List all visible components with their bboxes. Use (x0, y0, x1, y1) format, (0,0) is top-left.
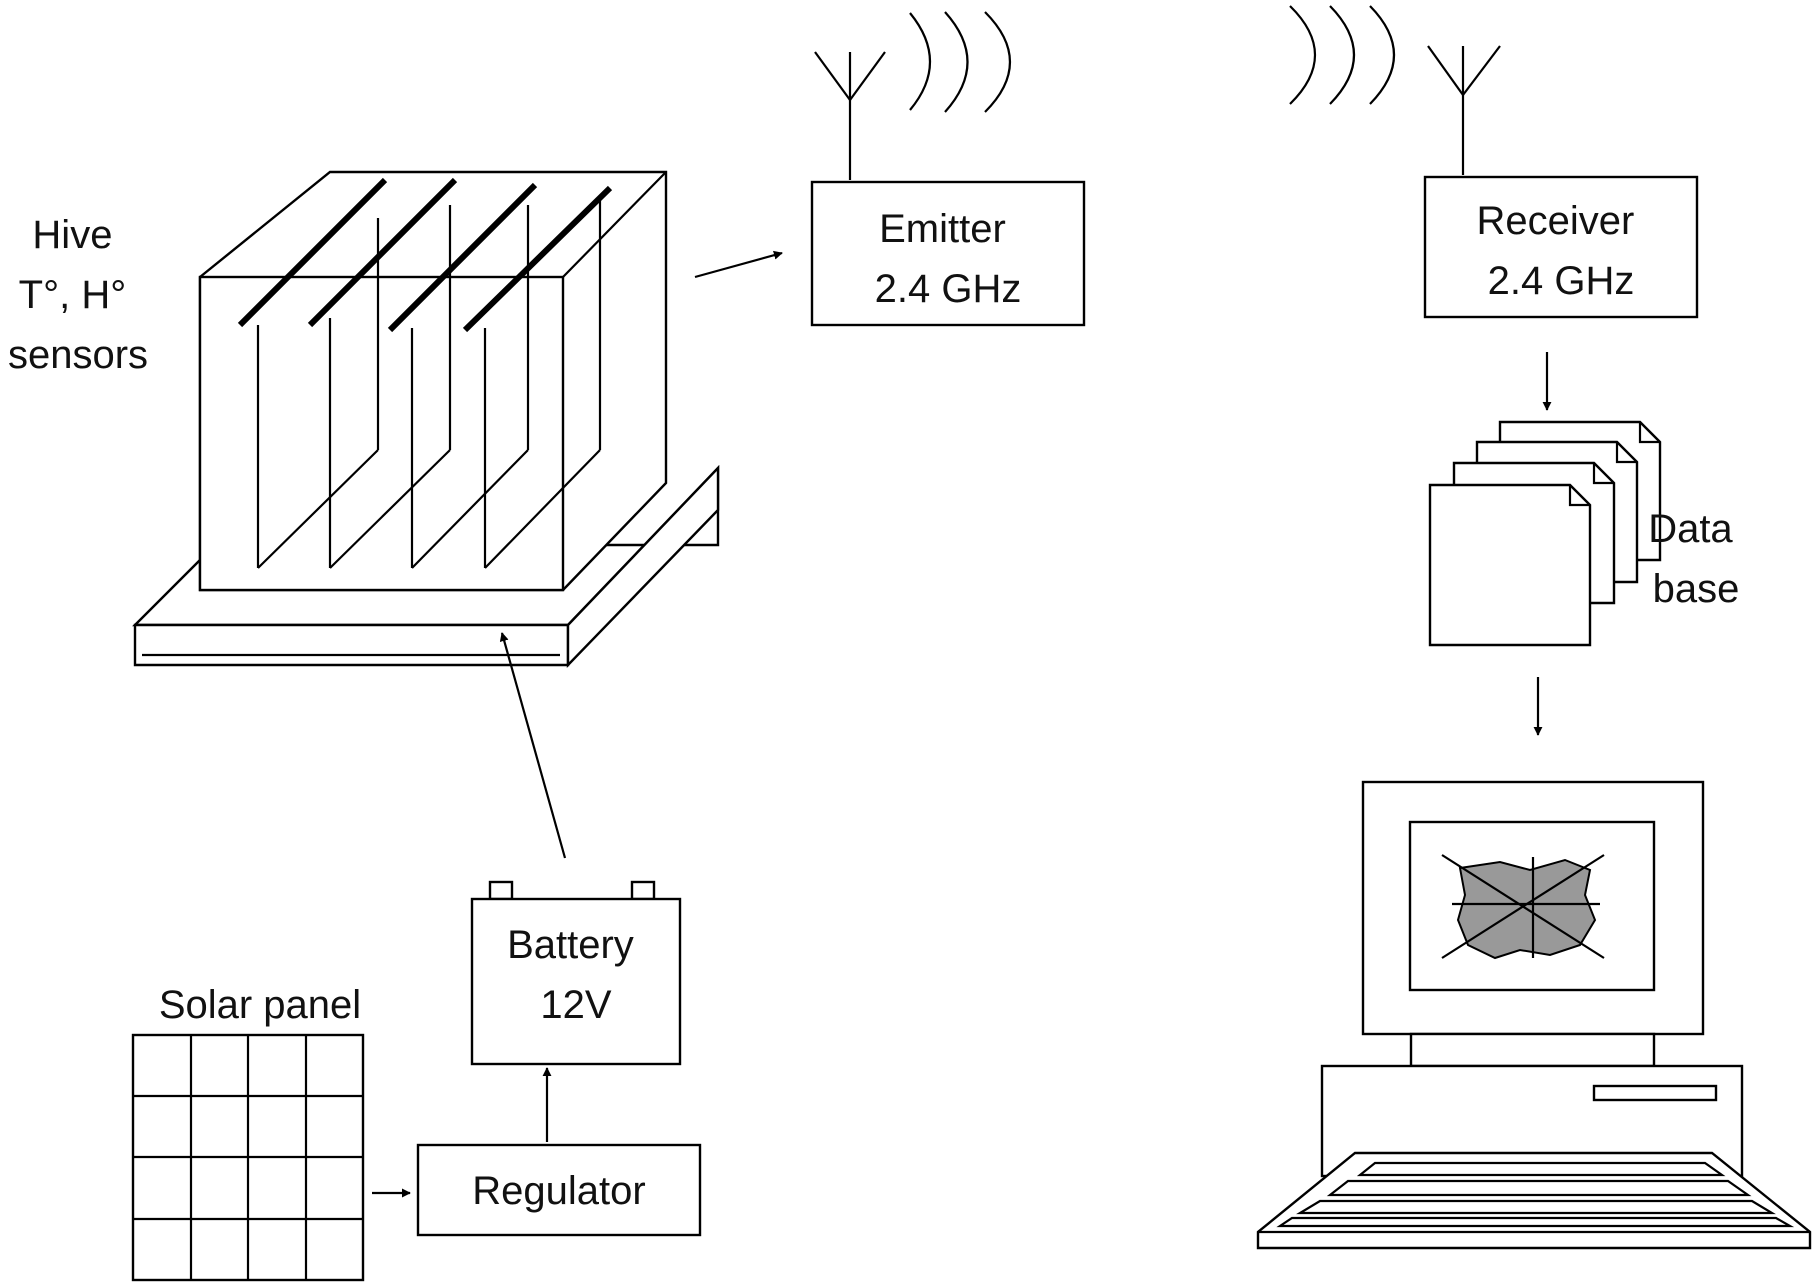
solar-panel-label: Solar panel (159, 983, 361, 1027)
receiver-label: Receiver 2.4 GHz (1477, 199, 1646, 303)
database-label: Data base (1648, 507, 1744, 611)
regulator-label: Regulator (472, 1169, 645, 1213)
hive-box (198, 170, 668, 592)
receiver-box: Receiver 2.4 GHz (1423, 175, 1699, 319)
emitter-antenna (814, 51, 886, 180)
receiver-antenna (1427, 45, 1501, 175)
battery-box: Battery 12V (470, 880, 682, 1066)
emitter-label: Emitter 2.4 GHz (875, 207, 1022, 311)
hive-label: Hive T°, H° sensors (8, 213, 148, 377)
battery-label: Battery 12V (507, 923, 645, 1027)
hive-illustration (132, 170, 720, 668)
arrow-battery-to-hive (499, 632, 567, 859)
arrow-hive-to-emitter (694, 250, 783, 279)
monitor (1361, 780, 1705, 1036)
regulator-box: Regulator (416, 1143, 702, 1237)
emitter-signal-waves (909, 11, 1012, 113)
emitter-box: Emitter 2.4 GHz (810, 180, 1086, 327)
monitor-stand (1409, 1032, 1656, 1068)
hive-frames (256, 200, 602, 569)
database-documents-icon (1428, 420, 1662, 647)
receiver-signal-waves (1289, 5, 1396, 105)
solar-panel-grid (131, 1033, 365, 1282)
keyboard (1256, 1151, 1812, 1250)
hive-sensor-bars (237, 177, 613, 333)
computer-illustration (1256, 780, 1812, 1250)
solar-panel: Solar panel (131, 983, 365, 1282)
